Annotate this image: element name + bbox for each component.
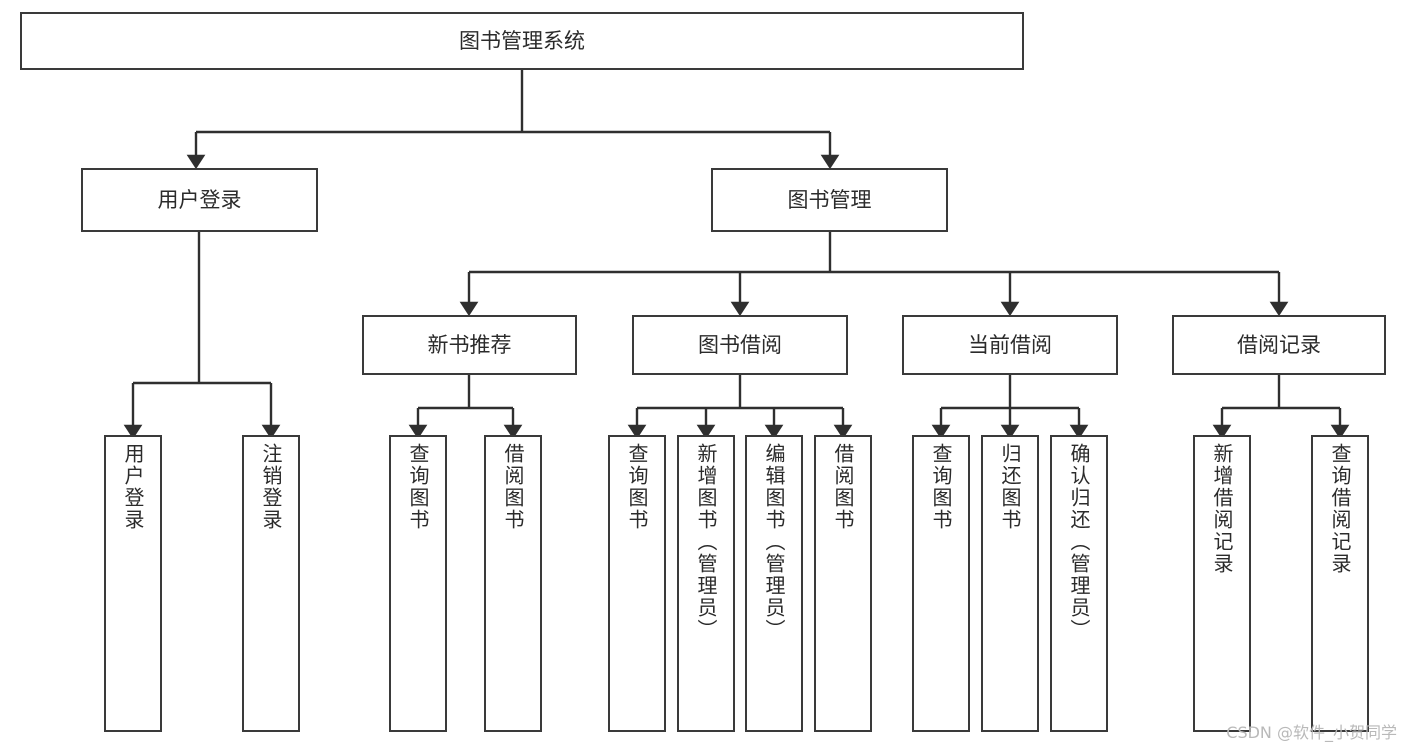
node-label: 查询图书 (625, 443, 649, 531)
node-current-borrow[interactable]: 当前借阅 (902, 315, 1118, 375)
node-label: 借阅记录 (1237, 332, 1321, 357)
node-leaf-add-record[interactable]: 新增借阅记录 (1193, 435, 1251, 732)
node-label: 图书管理系统 (459, 28, 585, 53)
node-label: 新增借阅记录 (1210, 443, 1234, 575)
node-leaf-query-book-2[interactable]: 查询图书 (608, 435, 666, 732)
node-label: 查询借阅记录 (1328, 443, 1352, 575)
node-leaf-add-book[interactable]: 新增图书（管理员） (677, 435, 735, 732)
node-label: 归还图书 (998, 443, 1022, 531)
node-leaf-query-book-3[interactable]: 查询图书 (912, 435, 970, 732)
node-label: 查询图书 (406, 443, 430, 531)
node-label: 当前借阅 (968, 332, 1052, 357)
node-new-book-recommend[interactable]: 新书推荐 (362, 315, 577, 375)
node-label: 图书借阅 (698, 332, 782, 357)
node-label: 借阅图书 (831, 443, 855, 531)
node-label: 确认归还（管理员） (1067, 443, 1091, 641)
node-label: 新增图书（管理员） (694, 443, 718, 641)
node-label: 注销登录 (259, 443, 283, 531)
node-book-management[interactable]: 图书管理 (711, 168, 948, 232)
node-borrow-record[interactable]: 借阅记录 (1172, 315, 1386, 375)
node-leaf-borrow-book-2[interactable]: 借阅图书 (814, 435, 872, 732)
node-label: 用户登录 (121, 443, 145, 531)
node-leaf-confirm-return[interactable]: 确认归还（管理员） (1050, 435, 1108, 732)
node-label: 图书管理 (787, 187, 872, 212)
node-label: 新书推荐 (427, 332, 512, 357)
node-label: 用户登录 (157, 187, 242, 212)
csdn-watermark: CSDN @软件_小贺同学 (1226, 723, 1397, 742)
node-leaf-logout-login[interactable]: 注销登录 (242, 435, 300, 732)
node-label: 编辑图书（管理员） (762, 443, 786, 641)
node-leaf-borrow-book-1[interactable]: 借阅图书 (484, 435, 542, 732)
node-leaf-query-record[interactable]: 查询借阅记录 (1311, 435, 1369, 732)
node-user-login[interactable]: 用户登录 (81, 168, 318, 232)
node-leaf-user-login[interactable]: 用户登录 (104, 435, 162, 732)
node-root-book-management-system[interactable]: 图书管理系统 (20, 12, 1024, 70)
node-leaf-edit-book[interactable]: 编辑图书（管理员） (745, 435, 803, 732)
node-leaf-query-book-1[interactable]: 查询图书 (389, 435, 447, 732)
node-label: 查询图书 (929, 443, 953, 531)
node-label: 借阅图书 (501, 443, 525, 531)
node-leaf-return-book[interactable]: 归还图书 (981, 435, 1039, 732)
node-book-borrow[interactable]: 图书借阅 (632, 315, 848, 375)
